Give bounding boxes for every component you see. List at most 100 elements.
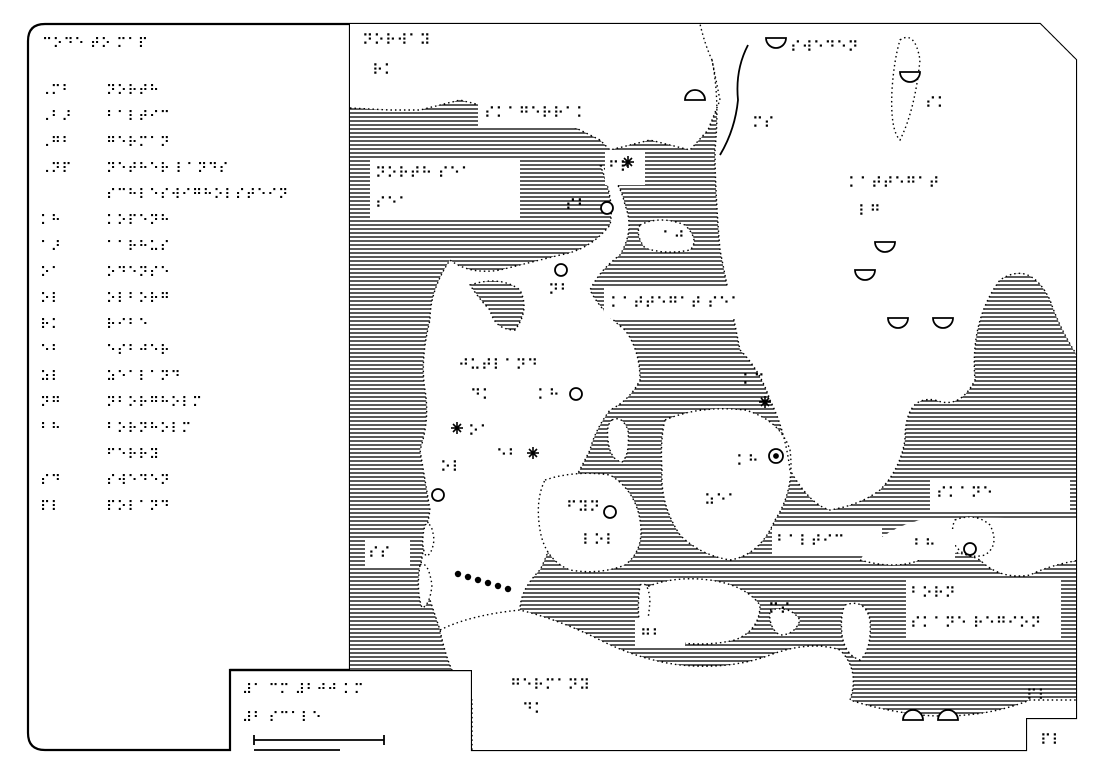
label-norway: ⠝⠕⠗⠺⠁⠽ (362, 31, 431, 49)
label-skane-top: ⠎⠅⠁⠝⠑ (936, 484, 993, 502)
legend-key: ⠵⠇ (40, 369, 62, 385)
halfmoon-icon (932, 317, 954, 329)
label-poland-top: ⠏⠇ (1026, 686, 1049, 704)
legend-label: ⠝⠑⠞⠓⠑⠗ ⠇⠁⠝⠙⠎ (106, 161, 229, 177)
zealand-landmass (660, 408, 792, 561)
legend-label: ⠎⠉⠓⠇⠑⠎⠺⠊⠛⠓⠕⠇⠎⠞⠑⠊⠝ (106, 187, 289, 203)
sweden-landmass (700, 24, 1076, 510)
label-skagerrak: ⠎⠅⠁⠛⠑⠗⠗⠁⠅ (484, 104, 587, 122)
label-gb: ⠛⠃ (640, 626, 663, 644)
scale-row-1: ⠼⠁ ⠉⠍ ⠼⠃⠚⠚ ⠅⠍ (242, 682, 364, 698)
halfmoon-icon (937, 709, 959, 721)
legend-label: ⠝⠃⠕⠗⠛⠓⠕⠇⠍ (106, 395, 203, 411)
label-bg-skane (930, 480, 1070, 510)
legend-label: ⠏⠕⠇⠁⠝⠙ (106, 499, 171, 515)
legend-label: ⠝⠕⠗⠞⠓ (106, 83, 160, 99)
label-fyn-sub: ⠇⠕⠇ (582, 531, 616, 549)
island-moen (769, 608, 801, 636)
label-bg-gb (635, 618, 685, 648)
city-marker (431, 488, 445, 502)
label-north-sea-1: ⠝⠕⠗⠞⠓ ⠎⠑⠁ (375, 164, 472, 182)
label-fr: ⠋⠗ (608, 158, 631, 176)
legend-key: ⠎⠙ (40, 473, 62, 489)
map-area: ⠝⠕⠗⠺⠁⠽ ⠗⠅ ⠎⠅⠁⠛⠑⠗⠗⠁⠅ ⠝⠕⠗⠞⠓ ⠎⠑⠁ ⠎⠑⠁ ⠋⠗ ⠎⠃ … (350, 24, 1076, 750)
label-moen: ⠍⠎ (768, 600, 791, 618)
label-ms: ⠍⠎ (752, 114, 775, 132)
legend-key: ⠅⠓ (40, 213, 62, 229)
legend-key: ⠁⠜ (40, 239, 62, 255)
label-germany-sub: ⠙⠅ (522, 700, 545, 718)
legend-key: ⠏⠇ (40, 499, 62, 515)
island-samso (606, 418, 630, 463)
label-germany: ⠛⠑⠗⠍⠁⠝⠽ (510, 676, 590, 694)
scale-box: ⠼⠁ ⠉⠍ ⠼⠃⠚⠚ ⠅⠍ ⠼⠃ ⠎⠉⠁⠇⠑ (242, 682, 385, 751)
label-zealand: ⠵⠑⠁ (704, 491, 738, 509)
legend-key: ⠕⠇ (40, 291, 62, 307)
legend-label: ⠋⠑⠗⠗⠽ (106, 447, 160, 463)
semicircle-markers (684, 37, 959, 721)
label-aarhus: ⠅⠓ (537, 386, 560, 404)
label-sweden-side: ⠎⠅ (925, 94, 948, 112)
label-north-sea-2: ⠎⠑⠁ (375, 194, 409, 212)
island-anholt (637, 219, 695, 253)
legend-key: ⠗⠅ (40, 317, 62, 333)
legend-label: ⠃⠁⠇⠞⠊⠉ (106, 109, 171, 125)
legend-label: ⠕⠙⠑⠝⠎⠑ (106, 265, 171, 281)
legend: ⠉⠕⠙⠑ ⠞⠕ ⠍⠁⠏ ⠠⠍⠃⠝⠕⠗⠞⠓⠠⠃⠜⠃⠁⠇⠞⠊⠉⠠⠛⠃⠛⠑⠗⠍⠁⠝⠠⠝… (40, 36, 289, 515)
legend-label: ⠎⠺⠑⠙⠑⠝ (106, 473, 171, 489)
city-marker (600, 201, 614, 215)
label-bg-ss (365, 540, 410, 568)
label-kattegat-top: ⠅⠁⠞⠞⠑⠛⠁⠞ (848, 174, 940, 192)
island-north-sweden (890, 36, 921, 142)
label-skane-2: ⠎⠅⠁⠝⠑ ⠗⠑⠛⠊⠕⠝ (910, 614, 1042, 632)
island-rugen (840, 602, 871, 661)
halfmoon-icon (874, 241, 896, 253)
legend-title: ⠉⠕⠙⠑ ⠞⠕ ⠍⠁⠏ (42, 36, 149, 52)
legend-key: ⠠⠛⠃ (40, 135, 72, 151)
label-bg-north-sea (370, 158, 520, 218)
city-markers (431, 201, 977, 556)
halfmoon-icon (684, 89, 706, 101)
label-fyn: ⠋⠽⠝ (566, 498, 600, 516)
legend-label: ⠑⠎⠃⠚⠑⠗ (106, 343, 171, 359)
halfmoon-icon (887, 317, 909, 329)
legend-key: ⠠⠝⠏ (40, 161, 72, 177)
sweden-coast (711, 59, 1076, 511)
label-anholt: ⠁⠚ (662, 228, 685, 246)
star-icon (527, 447, 539, 459)
city-marker (963, 542, 977, 556)
label-sb: ⠎⠃ (565, 196, 588, 214)
city-marker (554, 263, 568, 277)
jutland-landmass (419, 162, 641, 631)
skane-coast (859, 551, 1076, 577)
legend-label: ⠃⠕⠗⠝⠓⠕⠇⠍ (106, 421, 192, 437)
halfmoon-icon (902, 709, 924, 721)
island-west-2 (417, 563, 433, 609)
label-bg-fr (605, 150, 645, 185)
label-bg-kattegat-sea (604, 288, 769, 318)
label-kc: ⠅⠉ (742, 371, 765, 389)
limfjord (468, 280, 525, 331)
label-ss: ⠎⠎ (368, 544, 391, 562)
halfmoon-icon (899, 71, 921, 83)
legend-label: ⠅⠕⠏⠑⠝⠓ (106, 213, 171, 229)
label-eb: ⠑⠃ (496, 446, 519, 464)
label-kattegat-sub: ⠇⠛ (858, 202, 881, 220)
city-marker (569, 387, 583, 401)
legend-rows: ⠠⠍⠃⠝⠕⠗⠞⠓⠠⠃⠜⠃⠁⠇⠞⠊⠉⠠⠛⠃⠛⠑⠗⠍⠁⠝⠠⠝⠏⠝⠑⠞⠓⠑⠗ ⠇⠁⠝⠙… (40, 83, 289, 515)
legend-label: ⠁⠁⠗⠓⠥⠎ (106, 239, 171, 255)
legend-label: ⠛⠑⠗⠍⠁⠝ (106, 135, 171, 151)
star-markers (451, 156, 771, 459)
label-baltic: ⠃⠁⠇⠞⠊⠉ (776, 532, 845, 550)
germany-landmass (439, 609, 1076, 750)
label-bg-skagerrak (478, 98, 658, 128)
fyn-landmass (537, 472, 642, 573)
legend-key: ⠝⠛ (40, 395, 62, 411)
label-jutland: ⠚⠥⠞⠇⠁⠝⠙ (458, 356, 538, 374)
legend-key: ⠕⠁ (40, 265, 62, 281)
label-oa: ⠕⠁ (468, 422, 491, 440)
island-west-1 (422, 523, 435, 557)
label-poland: ⠏⠇ (1040, 731, 1063, 749)
label-kattegat-sea: ⠅⠁⠞⠞⠑⠛⠁⠞ ⠎⠑⠁ (610, 294, 742, 312)
